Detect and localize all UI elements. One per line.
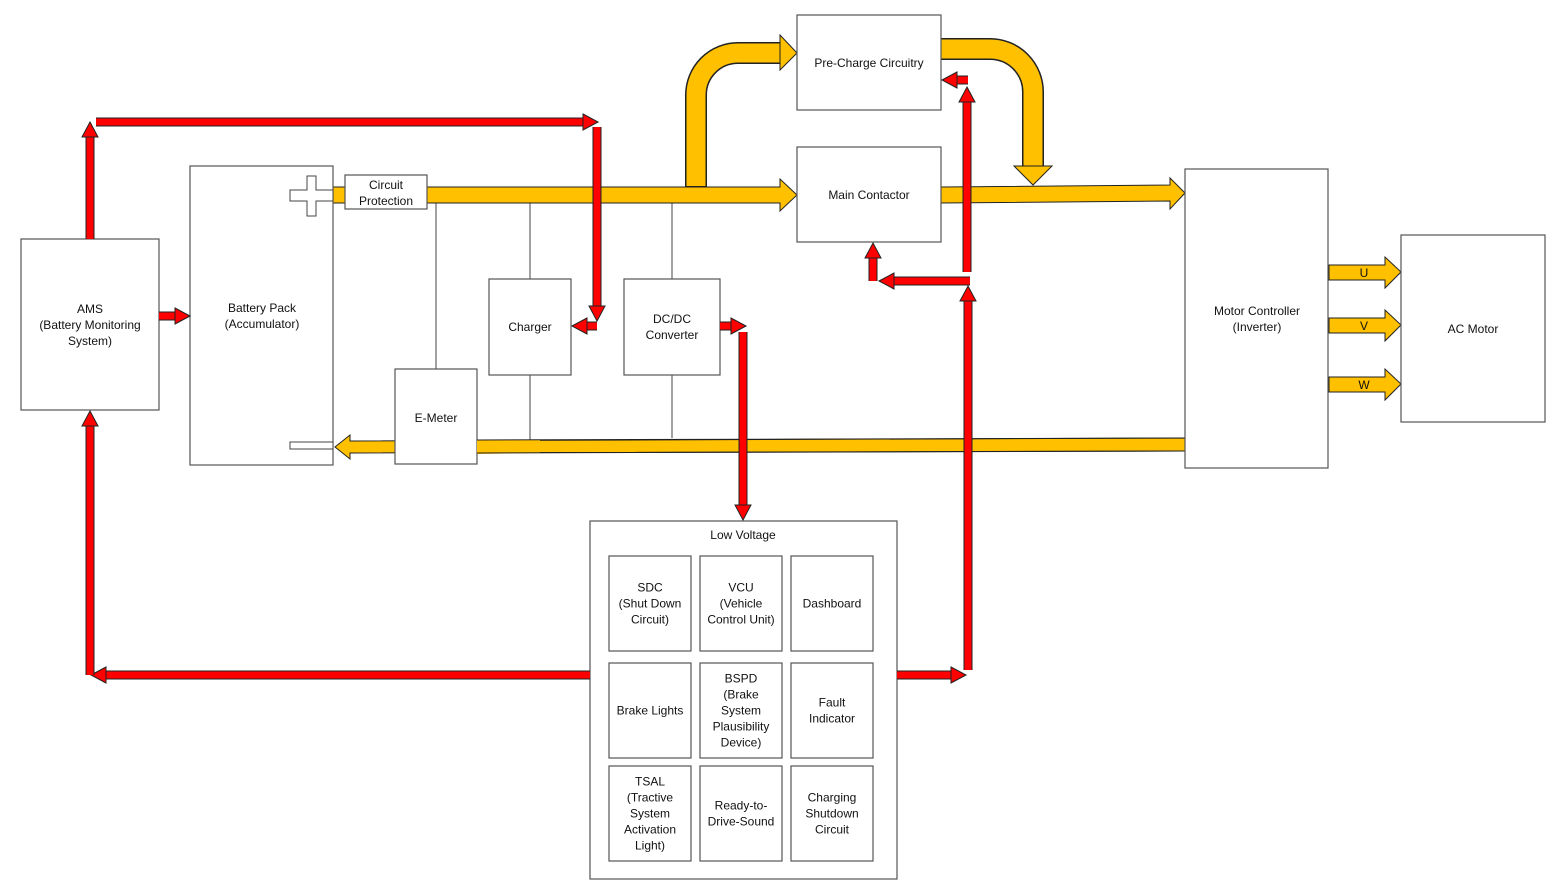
positive-terminal-icon: [289, 175, 334, 217]
phase-v-arrow: [1328, 308, 1402, 343]
battery-pack-block: Battery Pack(Accumulator): [189, 165, 334, 466]
svg-text:Charger: Charger: [508, 320, 551, 334]
hv-return-arrow-overlay: [477, 440, 540, 454]
ams-top-bus-arrow: [96, 113, 600, 131]
low-voltage-title: Low Voltage: [710, 528, 776, 542]
svg-text:Dashboard: Dashboard: [803, 597, 862, 611]
ams-up-arrow: [81, 120, 99, 239]
svg-text:E-Meter: E-Meter: [415, 411, 458, 425]
lv-to-ams-left-arrow: [89, 666, 590, 684]
hv-tap-wires: [435, 203, 673, 440]
lv-cell-ready-to-drive-sound: Ready-to-Drive-Sound: [699, 765, 783, 862]
contactor-signal-left-arrow: [877, 272, 970, 290]
phase-w-arrow: [1328, 367, 1402, 402]
hv-bus-arrows: U V W: [332, 33, 1402, 461]
dcdc-out-arrow: [720, 317, 748, 335]
svg-text:Ready-to-Drive-Sound: Ready-to-Drive-Sound: [708, 799, 775, 829]
svg-text:AC Motor: AC Motor: [1448, 322, 1499, 336]
dcdc-to-lv-arrow: [734, 332, 752, 522]
svg-text:Main Contactor: Main Contactor: [828, 188, 909, 202]
precharge-signal-up-arrow: [958, 85, 976, 272]
svg-text:Battery Pack(Accumulator): Battery Pack(Accumulator): [225, 301, 300, 331]
phase-arrows: U V W: [1328, 255, 1402, 402]
lv-right-arrow: [897, 666, 968, 684]
lv-to-ams-up-arrow: [81, 409, 99, 675]
phase-u-label: U: [1360, 266, 1369, 280]
lv-signal-arrows: [81, 71, 977, 684]
charger-signal-down-arrow: [588, 127, 606, 323]
hv-bus-to-motor-controller-arrow: [940, 176, 1186, 211]
ac-motor-block: AC Motor: [1400, 234, 1546, 423]
svg-text:Brake Lights: Brake Lights: [617, 704, 684, 718]
charger-signal-arrow: [570, 317, 597, 335]
precharge-signal-left-arrow: [940, 71, 968, 89]
precharge-block: Pre-Charge Circuitry: [796, 14, 942, 111]
charger-block: Charger: [488, 278, 572, 376]
negative-terminal-icon: [289, 441, 334, 450]
phase-w-label: W: [1358, 378, 1370, 392]
lv-cell-dashboard: Dashboard: [790, 555, 874, 652]
motor-controller-block: Motor Controller(Inverter): [1184, 168, 1329, 469]
contactor-signal-up-arrow: [864, 241, 882, 281]
emeter-block: E-Meter: [394, 368, 478, 465]
svg-text:Pre-Charge Circuitry: Pre-Charge Circuitry: [814, 56, 923, 70]
ams-to-battery-arrow: [159, 307, 192, 325]
precharge-feed-arrow: [685, 33, 798, 187]
phase-v-label: V: [1360, 319, 1368, 333]
lv-up-to-contactor-arrow: [959, 284, 977, 670]
main-contactor-block: Main Contactor: [796, 146, 942, 243]
svg-text:Motor Controller(Inverter): Motor Controller(Inverter): [1214, 304, 1300, 334]
lv-cell-brake-lights: Brake Lights: [608, 662, 692, 759]
phase-u-arrow: [1328, 255, 1402, 290]
precharge-output-arrow: [940, 38, 1054, 186]
